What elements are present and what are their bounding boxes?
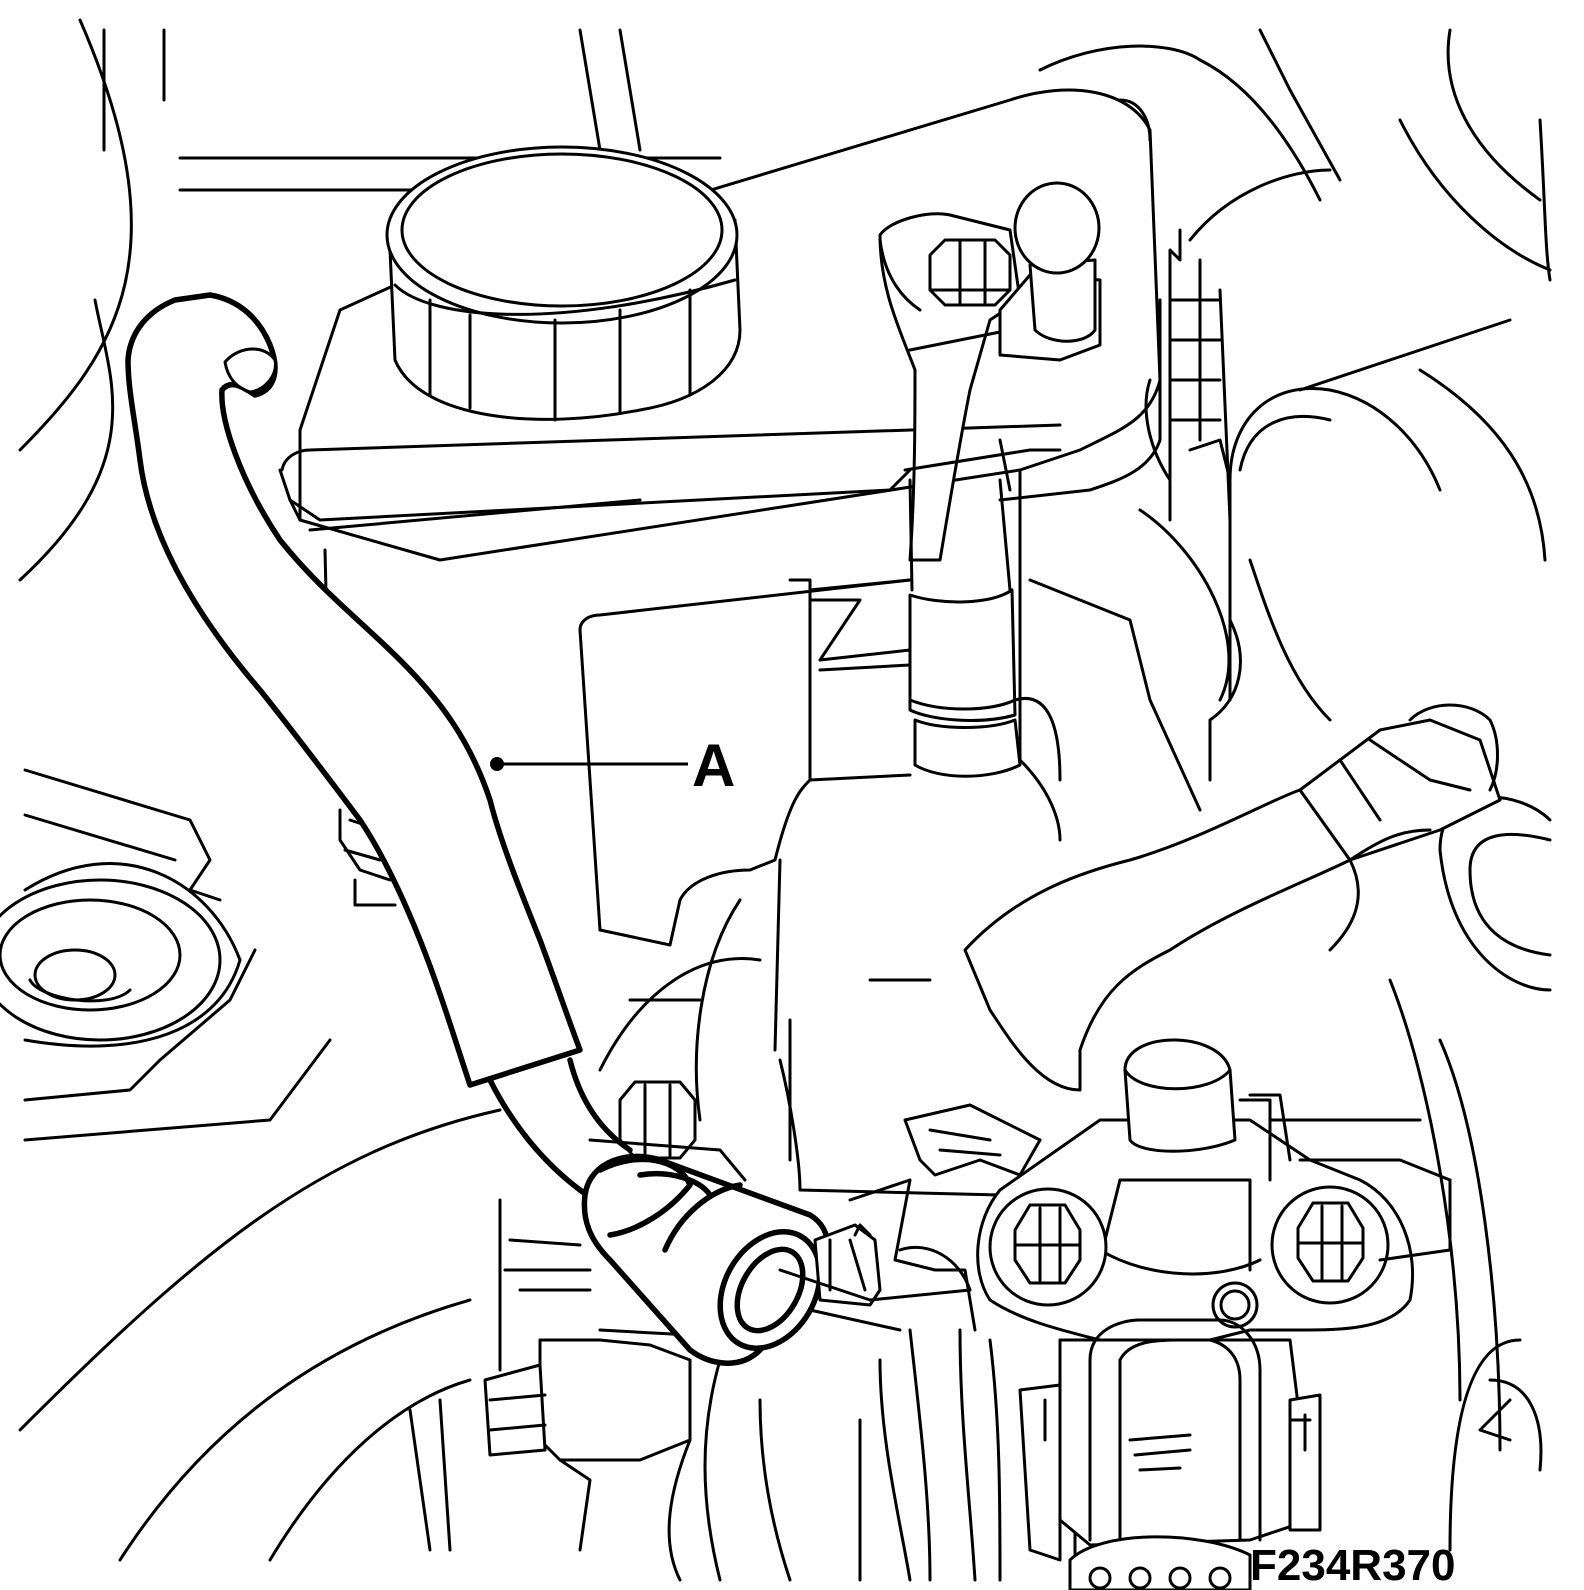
callout-a: A bbox=[490, 732, 735, 799]
right-harness bbox=[1138, 228, 1442, 782]
hose-a-fitting bbox=[581, 1153, 831, 1366]
background-structure bbox=[18, 18, 1552, 1582]
vertical-rod bbox=[908, 478, 1062, 782]
callout-a-label: A bbox=[692, 732, 735, 799]
electrical-connector bbox=[1018, 1318, 1322, 1590]
mounting-bracket bbox=[878, 181, 1102, 562]
figure-code: F234R370 bbox=[1250, 1541, 1455, 1590]
right-hose bbox=[963, 703, 1502, 1092]
hose-clip bbox=[778, 1223, 972, 1332]
strut-mount bbox=[0, 862, 242, 1048]
center-bolt bbox=[588, 1080, 747, 1182]
lower-wires bbox=[667, 1328, 1002, 1582]
reservoir-cap bbox=[385, 145, 742, 422]
sensor-module bbox=[976, 1038, 1452, 1352]
